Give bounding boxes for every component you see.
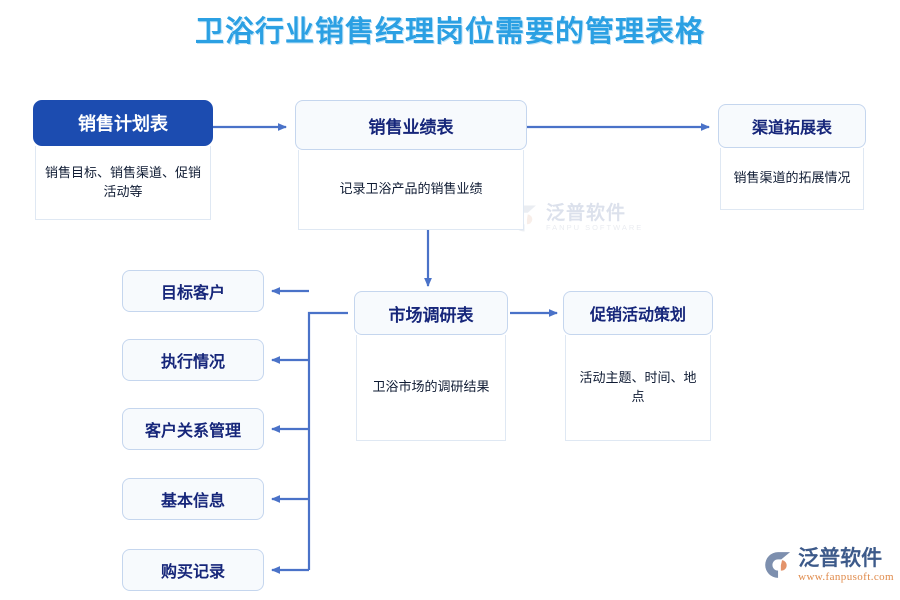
pill-target-customer[interactable]: 目标客户 [122, 270, 264, 312]
page-title: 卫浴行业销售经理岗位需要的管理表格 [194, 16, 705, 48]
card-body-promotion-planning: 活动主题、时间、地点 [565, 335, 711, 441]
card-header-channel-expansion[interactable]: 渠道拓展表 [718, 104, 866, 148]
logo-url: www.fanpusoft.com [798, 570, 894, 583]
card-market-research[interactable]: 市场调研表 卫浴市场的调研结果 [354, 291, 508, 441]
card-channel-expansion[interactable]: 渠道拓展表 销售渠道的拓展情况 [718, 104, 866, 210]
connector-research-trunk [307, 311, 348, 570]
card-promotion-planning[interactable]: 促销活动策划 活动主题、时间、地点 [563, 291, 713, 441]
card-body-sales-performance: 记录卫浴产品的销售业绩 [298, 150, 524, 230]
card-header-sales-performance[interactable]: 销售业绩表 [295, 100, 527, 150]
card-sales-plan[interactable]: 销售计划表 销售目标、销售渠道、促销活动等 [33, 100, 213, 220]
fanpu-logo: 泛普软件 www.fanpusoft.com [762, 540, 894, 590]
card-header-sales-plan[interactable]: 销售计划表 [33, 100, 213, 146]
card-header-market-research[interactable]: 市场调研表 [354, 291, 508, 335]
card-body-sales-plan: 销售目标、销售渠道、促销活动等 [35, 146, 211, 220]
pill-execution-status[interactable]: 执行情况 [122, 339, 264, 381]
pill-basic-info[interactable]: 基本信息 [122, 478, 264, 520]
center-watermark: 泛普软件 FANPU SOFTWARE [508, 196, 668, 240]
pill-purchase-record[interactable]: 购买记录 [122, 549, 264, 591]
card-header-promotion-planning[interactable]: 促销活动策划 [563, 291, 713, 335]
logo-brand: 泛普软件 [798, 547, 883, 571]
card-body-channel-expansion: 销售渠道的拓展情况 [720, 148, 864, 210]
watermark-brand: 泛普软件 [546, 202, 627, 224]
pill-crm[interactable]: 客户关系管理 [122, 408, 264, 450]
card-body-market-research: 卫浴市场的调研结果 [356, 335, 506, 441]
card-sales-performance[interactable]: 销售业绩表 记录卫浴产品的销售业绩 [295, 100, 527, 230]
watermark-subtitle: FANPU SOFTWARE [546, 223, 644, 233]
fanpu-logo-mark-icon [765, 552, 791, 578]
